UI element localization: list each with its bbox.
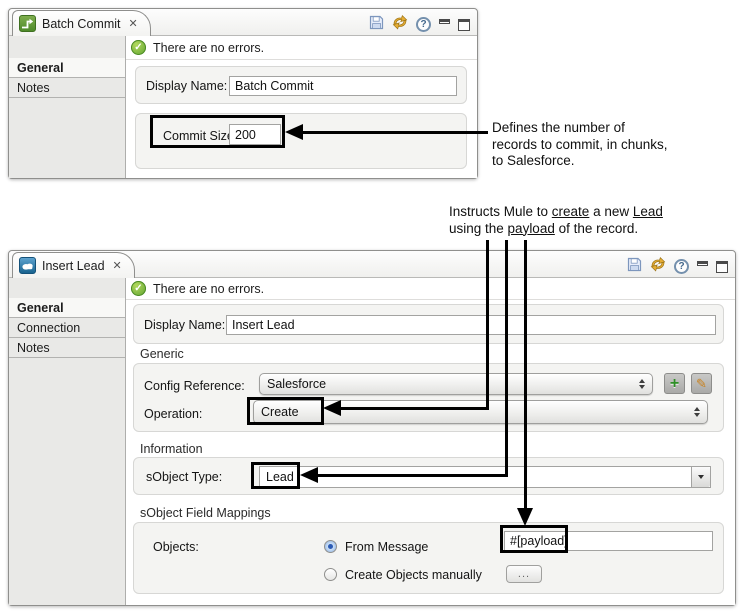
tab-bar: Batch Commit ✕ ? [9, 9, 477, 36]
stepper-icon [639, 379, 645, 389]
batch-commit-properties-panel: Batch Commit ✕ ? General Notes [8, 8, 478, 179]
information-section-title: Information [140, 442, 203, 456]
display-name-label: Display Name: [146, 79, 228, 93]
sidebar-item-notes[interactable]: Notes [9, 78, 125, 98]
display-name-label: Display Name: [144, 318, 226, 332]
tab-batch-commit[interactable]: Batch Commit ✕ [12, 10, 151, 36]
objects-label: Objects: [153, 540, 199, 554]
minimize-icon[interactable] [439, 19, 450, 24]
maximize-icon[interactable] [716, 260, 728, 273]
payload-input[interactable] [504, 531, 713, 551]
properties-sidebar: General Notes [9, 36, 126, 178]
status-text: There are no errors. [153, 281, 265, 296]
browse-button[interactable]: ... [506, 565, 542, 583]
display-name-group: Display Name: [133, 304, 724, 344]
pencil-icon: ✎ [696, 376, 707, 391]
commit-size-note: Defines the number of records to commit,… [492, 120, 668, 168]
commit-size-label: Commit Size: [163, 129, 238, 143]
config-reference-label: Config Reference: [144, 379, 245, 393]
status-bar: ✓ There are no errors. [126, 36, 477, 60]
config-reference-value: Salesforce [267, 377, 327, 391]
minimize-icon[interactable] [697, 261, 708, 266]
status-text: There are no errors. [153, 40, 265, 55]
insert-lead-note: Instructs Mule to create a new Lead usin… [449, 204, 663, 236]
commit-size-group: Commit Size: [135, 113, 467, 169]
help-icon[interactable]: ? [416, 17, 431, 32]
general-form: Display Name: Commit Size: [126, 60, 477, 178]
display-name-input[interactable] [226, 315, 716, 335]
from-message-radio[interactable] [324, 540, 337, 553]
tab-insert-lead[interactable]: Insert Lead ✕ [12, 252, 135, 278]
batch-commit-icon [19, 15, 36, 32]
tab-title: Batch Commit [42, 16, 121, 31]
display-name-group: Display Name: [135, 66, 467, 104]
sidebar-item-connection[interactable]: Connection [9, 318, 125, 338]
field-mappings-section-title: sObject Field Mappings [140, 506, 271, 520]
sync-icon[interactable] [650, 256, 666, 277]
close-icon[interactable]: ✕ [112, 260, 122, 272]
panel-toolbar: ? [369, 14, 470, 35]
no-errors-check-icon: ✓ [131, 40, 146, 55]
sobject-type-label: sObject Type: [146, 470, 223, 484]
stepper-icon [694, 407, 700, 417]
sobject-type-value: Lead [266, 470, 294, 484]
no-errors-check-icon: ✓ [131, 281, 146, 296]
information-group: sObject Type: Lead [133, 457, 724, 495]
sidebar-item-general[interactable]: General [9, 298, 125, 318]
sidebar-item-general[interactable]: General [9, 58, 125, 78]
sync-icon[interactable] [392, 14, 408, 35]
maximize-icon[interactable] [458, 18, 470, 31]
operation-label: Operation: [144, 407, 203, 421]
create-objects-manually-radio[interactable] [324, 568, 337, 581]
create-objects-manually-label: Create Objects manually [345, 568, 482, 582]
salesforce-cloud-icon [19, 257, 36, 274]
add-config-button[interactable]: + [664, 373, 685, 394]
save-icon[interactable] [627, 257, 642, 277]
status-bar: ✓ There are no errors. [126, 278, 735, 300]
dropdown-arrow-icon[interactable] [691, 467, 710, 487]
close-icon[interactable]: ✕ [128, 18, 138, 30]
panel-toolbar: ? [627, 256, 728, 277]
tab-title: Insert Lead [42, 258, 105, 273]
properties-sidebar: General Connection Notes [9, 278, 126, 605]
plus-icon: + [669, 374, 680, 392]
display-name-input[interactable] [229, 76, 457, 96]
generic-group: Config Reference: Salesforce + ✎ Operati… [133, 363, 724, 432]
sobject-type-combo[interactable]: Lead [259, 466, 711, 488]
operation-select[interactable]: Create [253, 400, 708, 424]
sidebar-item-notes[interactable]: Notes [9, 338, 125, 358]
config-reference-select[interactable]: Salesforce [259, 373, 653, 395]
field-mappings-group: Objects: From Message Create Objects man… [133, 522, 724, 594]
generic-section-title: Generic [140, 347, 184, 361]
from-message-label: From Message [345, 540, 429, 554]
edit-config-button[interactable]: ✎ [691, 373, 712, 394]
tab-bar: Insert Lead ✕ ? [9, 251, 735, 278]
save-icon[interactable] [369, 15, 384, 35]
commit-size-input[interactable] [229, 124, 281, 145]
help-icon[interactable]: ? [674, 259, 689, 274]
operation-value: Create [261, 405, 299, 419]
general-form: Display Name: Generic Config Reference: … [126, 300, 735, 605]
insert-lead-properties-panel: Insert Lead ✕ ? General Connection Notes [8, 250, 736, 606]
